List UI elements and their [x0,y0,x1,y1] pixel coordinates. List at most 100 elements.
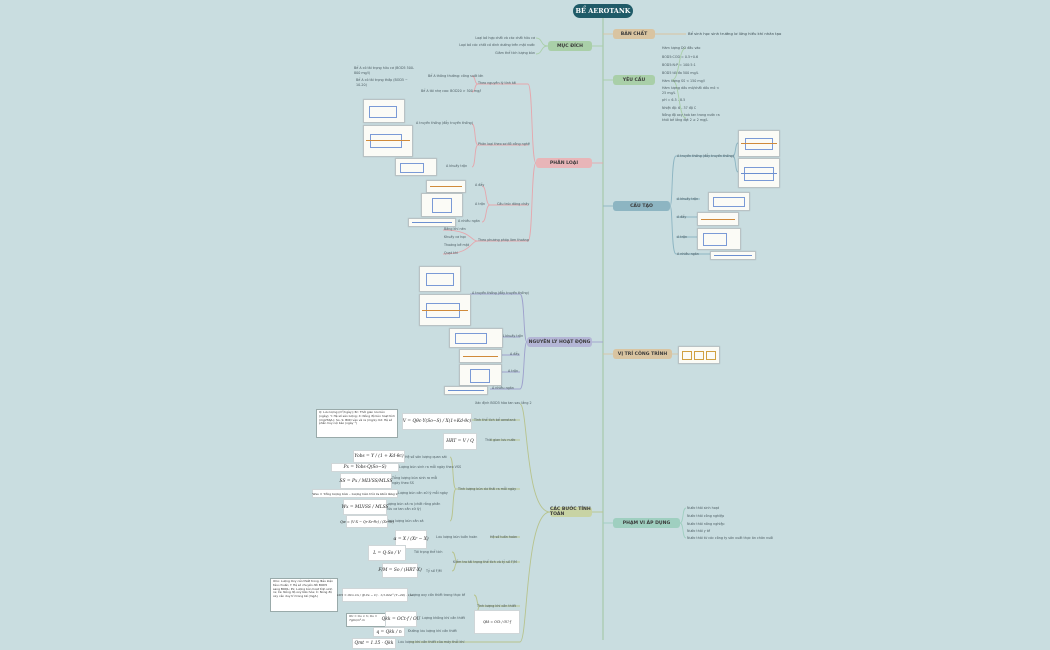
yeu-cau-item: Nhiệt độ: 6 - 37 độ C [662,106,697,110]
yeu-cau-item: pH = 6.5 - 8.5 [662,98,686,102]
cau-tao-item: A nhiều ngăn [677,252,699,256]
phan-loai-theo-phuong-phap: Theo phương pháp làm thoáng [478,238,529,242]
root-title[interactable]: BỂ AEROTANK [573,4,633,18]
tinh-toan-substep: Hệ số sản lượng quan sát [405,455,447,459]
formula-alpha: α = X / (Xr − X) [393,530,429,549]
formula-fm: F/M = So / (HRT·X) [378,563,422,578]
node-pham-vi-ap-dung[interactable]: PHẠM VI ÁP DỤNG [613,518,680,528]
phan-loai-theo-cau-tao: Cấu trúc dòng chảy [497,202,530,206]
diagram-thumbnail [421,193,463,217]
diagram-thumbnail [363,99,405,123]
ban-chat-text: Bể sinh học sinh trưởng lơ lửng hiếu khí… [688,31,782,36]
tinh-toan-substep: Lưu lượng bùn tuần hoàn [436,535,478,539]
phuong-phap-item: Quạt khí [444,251,458,255]
diagram-thumbnail [697,228,741,250]
tinh-toan-substep: Tổng lượng bùn sinh ra mỗi ngày theo SS [392,476,438,485]
yeu-cau-item: Hàm lượng dầu mỡ/chất dầu mỏ < 25 mg/L [662,86,720,95]
cau-tao-item: A đẩy [677,215,687,219]
diagram-thumbnail [426,180,466,193]
tinh-toan-step: Hệ số tuần hoàn [490,535,518,539]
formula-q: q = Qkk / n [373,627,405,637]
tinh-toan-substep: Lượng bùn sinh ra mỗi ngày theo VSS [399,465,462,469]
tinh-toan-substep: Lưu lượng khí cần thiết của máy thổi khí [398,640,465,644]
formula-volume: V = Qθc·Y(So−S) / X(1+Kd·θc) [402,413,472,430]
tinh-toan-step: Kiểm tra tải trọng thể tích và tỷ số F/M [453,560,517,564]
tinh-toan-substep: Lượng bùn cần xử lý mỗi ngày [398,491,448,495]
pham-vi-item: Nước thải y tế [687,529,711,533]
diagram-thumbnail [444,386,488,395]
diagram-thumbnail [449,328,503,348]
formula-legend-note: Q: Lưu lượng (m³/ngày); θc: Thời gian lư… [316,409,398,438]
node-ban-chat[interactable]: BẢN CHẤT [613,29,655,39]
node-nguyen-ly-hoat-dong[interactable]: NGUYÊN LÝ HOẠT ĐỘNG [527,337,592,347]
phan-loai-a-tron: A trộn [475,202,486,206]
formula-ss: SS = Px / MLVSS/MLSS [340,473,392,489]
formula-hrt: HRT = V / Q [443,433,477,450]
formula-oc: OCt = OCo·Cs / (β·Cs − C) · 1/1.024^(T−2… [337,588,413,602]
diagram-thumbnail [459,349,502,363]
formula-legend-note: OCo: Lượng Oxy cần thiết trong điều kiện… [270,578,338,612]
yeu-cau-item: Nồng độ oxy hoà tan trong nước ra khỏi b… [662,113,720,122]
diagram-thumbnail [738,130,780,157]
diagram-thumbnail [697,212,739,226]
yeu-cau-item: BOD5 tối đa 500 mg/L [662,71,699,75]
diagram-thumbnail [419,294,471,326]
node-phan-loai[interactable]: PHÂN LOẠI [536,158,592,168]
formula-wss: Wss = Tổng lượng bùn – Lượng bùn trôi ra… [312,489,398,498]
node-cau-tao[interactable]: CẤU TẠO [613,201,670,211]
nguyen-ly-item: A trộn [508,369,519,373]
node-vi-tri-cong-trinh[interactable]: VỊ TRÍ CÔNG TRÌNH [613,349,672,359]
nguyen-ly-item: A truyền thống (đẩy truyền thống) [472,291,529,295]
formula-wx: Wx = MLVSS / MLSS [341,499,389,515]
formula-qkk-2: Qkk = OCt / OU·f [474,610,520,634]
diagram-thumbnail [363,125,413,157]
nguyen-ly-item: A nhiều ngăn [492,386,514,390]
pham-vi-item: Nước thải sinh hoạt [687,506,720,510]
tinh-toan-step: Tính lượng khí cần thiết [477,604,516,608]
diagram-thumbnail [408,218,456,227]
tinh-toan-step: Xác định BOD5 hòa tan sau lắng 2 [475,401,532,405]
tinh-toan-substep: Lượng không khí cần thiết [422,616,465,620]
nguyen-ly-item: A khuấy trộn [502,334,524,338]
formula-qkk: Qkk = OCt·f / OU [382,611,420,627]
phuong-phap-item: Bằng khí nén [444,227,466,231]
tinh-toan-substep: Tải trọng thể tích [414,550,443,554]
phan-loai-tai-thap: Bể A thông thường: công suất lớn [428,74,484,78]
pham-vi-item: Nước thải công nghiệp [687,514,725,518]
diagram-thumbnail [459,364,502,386]
phan-loai-a-nhieu-ngan: A nhiều ngăn [458,219,480,223]
formula-load: L = Q·So / V [368,545,406,561]
yeu-cau-item: BOD5:N:P = 100:5:1 [662,63,696,67]
nguyen-ly-item: A đẩy [510,352,520,356]
formula-px: Px = Yobs·Q(So−S) [331,463,399,472]
diagram-thumbnail [419,266,461,292]
tinh-toan-step: Thời gian lưu nước [485,438,516,442]
tinh-toan-substep: Tỷ số F/M [426,569,442,573]
formula-qw: Qw = (V·X − Qr·Xr·θc) / (Xr·θc) [340,515,394,528]
phan-loai-note: Bể A có tải trọng hữu cơ (BOD5 500-800 m… [354,66,415,75]
node-yeu-cau[interactable]: YÊU CẦU [613,75,655,85]
phuong-phap-item: Thoáng bề mặt [444,243,470,247]
cau-tao-item: A truyền thống (đẩy truyền thống) [677,154,734,158]
formula-yobs: Yobs = Y / (1 + Kd·θc) [353,450,405,463]
tinh-toan-step: Tính thể tích bể aerotank [474,418,516,422]
muc-dich-item: Loại bỏ hợp chất và các chất hữu cơ [475,36,535,40]
yeu-cau-item: Hàm lượng SS < 150 mg/l [662,79,705,83]
muc-dich-item: Giảm thể tích lượng bùn [495,51,535,55]
tinh-toan-substep: Lượng oxy cần thiết trong thực tế [410,593,466,597]
phan-loai-note: Bể A có tải trọng thấp (BOD5 ~ 10-20) [356,78,408,87]
diagram-thumbnail [738,158,780,188]
tinh-toan-substep: Lưu lượng bùn cần xả [388,519,424,523]
formula-qmt: Qmt = 1.15 · Qkk [352,638,396,649]
node-muc-dich[interactable]: MỤC ĐÍCH [548,41,592,51]
muc-dich-item: Loại bỏ các chất có dinh dưỡng trên mặt … [459,43,535,47]
yeu-cau-item: Hàm lượng DO đầu vào [662,46,701,50]
phan-loai-theo-tai: Theo nguyên lý tính tải [478,81,517,85]
tinh-toan-step: Tính lượng bùn dư thải ra mỗi ngày [458,487,517,491]
diagram-thumbnail [708,192,750,211]
node-cac-buoc-tinh-toan[interactable]: CÁC BƯỚC TÍNH TOÁN [550,507,592,517]
yeu-cau-item: BOD5:COD = 0.5÷0.6 [662,55,699,59]
phan-loai-a-truyen-thong: A truyền thống (đẩy truyền thống) [416,121,473,125]
diagram-thumbnail [710,251,756,260]
